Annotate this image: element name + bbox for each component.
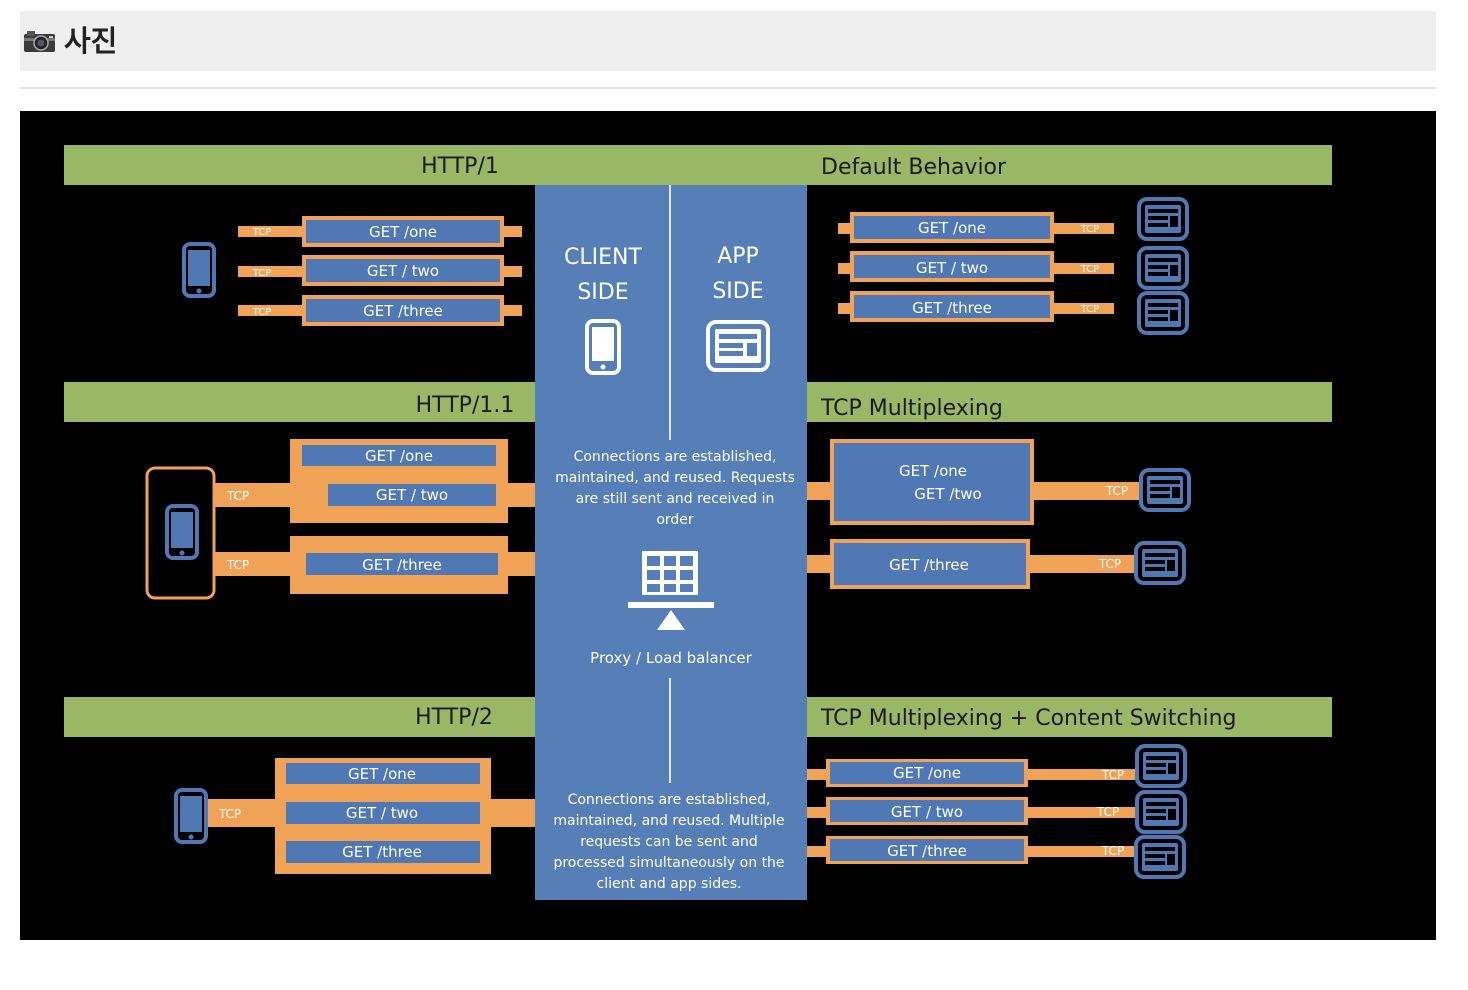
section-title: 사진 bbox=[64, 24, 118, 58]
server-icon-3 bbox=[1137, 291, 1189, 335]
http1-label: HTTP/1 bbox=[421, 154, 499, 179]
svg-text:client and app sides.: client and app sides. bbox=[597, 876, 742, 892]
svg-text:TCP: TCP bbox=[1101, 844, 1124, 858]
http11-label: HTTP/1.1 bbox=[416, 393, 515, 418]
svg-text:TCP: TCP bbox=[1096, 805, 1119, 819]
default-behavior-label: Default Behavior bbox=[821, 155, 1007, 180]
svg-text:GET /one: GET /one bbox=[893, 764, 961, 782]
svg-text:GET / two: GET / two bbox=[367, 262, 439, 280]
svg-text:GET / two: GET / two bbox=[346, 804, 418, 822]
svg-text:TCP: TCP bbox=[1101, 768, 1124, 782]
server-icon-8 bbox=[1134, 835, 1186, 879]
app-side-line1: APP bbox=[717, 244, 759, 269]
svg-text:GET /three: GET /three bbox=[887, 842, 967, 860]
server-icon-7 bbox=[1135, 790, 1187, 834]
svg-text:TCP: TCP bbox=[226, 489, 249, 503]
svg-text:TCP: TCP bbox=[1080, 304, 1100, 315]
svg-text:TCP: TCP bbox=[1105, 484, 1128, 498]
tcp-multiplexing-cs-label: TCP Multiplexing + Content Switching bbox=[820, 706, 1236, 731]
app-server-icon bbox=[706, 320, 770, 372]
svg-text:GET / two: GET / two bbox=[891, 803, 963, 821]
svg-text:maintained, and reused. Multip: maintained, and reused. Multiple bbox=[553, 813, 784, 829]
svg-text:TCP: TCP bbox=[218, 807, 241, 821]
svg-text:TCP: TCP bbox=[1098, 557, 1121, 571]
divider bbox=[20, 87, 1436, 89]
server-icon-5 bbox=[1134, 541, 1186, 585]
svg-text:GET / two: GET / two bbox=[376, 486, 448, 504]
load-balancer-icon bbox=[628, 551, 714, 630]
svg-text:GET /three: GET /three bbox=[363, 302, 443, 320]
svg-text:requests can be sent and: requests can be sent and bbox=[580, 834, 758, 850]
svg-text:order: order bbox=[656, 512, 694, 528]
server-icon-6 bbox=[1135, 744, 1187, 788]
tcp-multiplexing-label: TCP Multiplexing bbox=[820, 396, 1003, 421]
svg-text:TCP: TCP bbox=[252, 227, 272, 238]
svg-text:TCP: TCP bbox=[1080, 264, 1100, 275]
svg-text:GET /one: GET /one bbox=[369, 223, 437, 241]
diagram-canvas: HTTP/1 Default Behavior HTTP/1.1 TCP Mul… bbox=[64, 145, 1332, 900]
svg-text:GET /three: GET /three bbox=[362, 556, 442, 574]
client-phone-icon-http1 bbox=[182, 242, 216, 298]
svg-text:GET /three: GET /three bbox=[912, 299, 992, 317]
svg-text:GET /one: GET /one bbox=[918, 219, 986, 237]
note-http2: Connections are established, maintained,… bbox=[553, 792, 784, 892]
http1-left-connections: TCP GET /one TCP GET / two TCP GET /thre… bbox=[238, 216, 522, 326]
section-header: 사진 bbox=[20, 11, 1436, 71]
svg-text:TCP: TCP bbox=[226, 558, 249, 572]
svg-text:TCP: TCP bbox=[252, 307, 272, 318]
http2-right-connections: GET /one TCP GET / two TCP GET /three TC… bbox=[807, 759, 1142, 864]
note-http11: Connections are established, maintained,… bbox=[555, 449, 795, 528]
http1-right-connections: GET /one TCP GET / two TCP GET /three TC… bbox=[838, 212, 1114, 322]
svg-text:GET /two: GET /two bbox=[914, 485, 981, 503]
server-icon-1 bbox=[1137, 197, 1189, 241]
client-side-line2: SIDE bbox=[577, 280, 628, 305]
svg-text:GET /one: GET /one bbox=[348, 765, 416, 783]
http2-left-connections: TCP GET /one GET / two GET /three bbox=[208, 758, 535, 874]
http11-left-connections: TCP TCP GET /one GET / two GET /three bbox=[145, 439, 535, 600]
svg-text:processed simultaneously on th: processed simultaneously on the bbox=[553, 855, 784, 871]
band-http1 bbox=[64, 145, 1332, 185]
svg-text:TCP: TCP bbox=[1080, 224, 1100, 235]
svg-text:maintained, and reused. Reques: maintained, and reused. Requests bbox=[555, 470, 795, 486]
http11-right-connections: GET /one GET /two TCP GET /three TCP bbox=[807, 439, 1147, 589]
svg-text:Connections are established,: Connections are established, bbox=[568, 792, 771, 808]
proxy-load-balancer-label: Proxy / Load balancer bbox=[590, 649, 752, 667]
client-phone-icon bbox=[585, 319, 621, 375]
svg-text:GET /one: GET /one bbox=[365, 447, 433, 465]
svg-text:GET /three: GET /three bbox=[342, 843, 422, 861]
svg-text:are still sent and received i: are still sent and received in bbox=[576, 491, 775, 507]
svg-text:GET / two: GET / two bbox=[916, 259, 988, 277]
client-side-line1: CLIENT bbox=[564, 245, 642, 270]
camera-icon bbox=[24, 31, 55, 52]
server-icon-4 bbox=[1139, 468, 1191, 512]
server-icon-2 bbox=[1137, 246, 1189, 290]
app-side-line2: SIDE bbox=[712, 279, 763, 304]
svg-text:GET /one: GET /one bbox=[899, 462, 967, 480]
svg-text:GET /three: GET /three bbox=[889, 556, 969, 574]
svg-text:TCP: TCP bbox=[252, 268, 272, 279]
http2-label: HTTP/2 bbox=[415, 705, 493, 730]
svg-text:Connections are established,: Connections are established, bbox=[574, 449, 777, 465]
client-phone-icon-http2 bbox=[174, 788, 208, 844]
http-diagram-image: HTTP/1 Default Behavior HTTP/1.1 TCP Mul… bbox=[20, 111, 1436, 940]
